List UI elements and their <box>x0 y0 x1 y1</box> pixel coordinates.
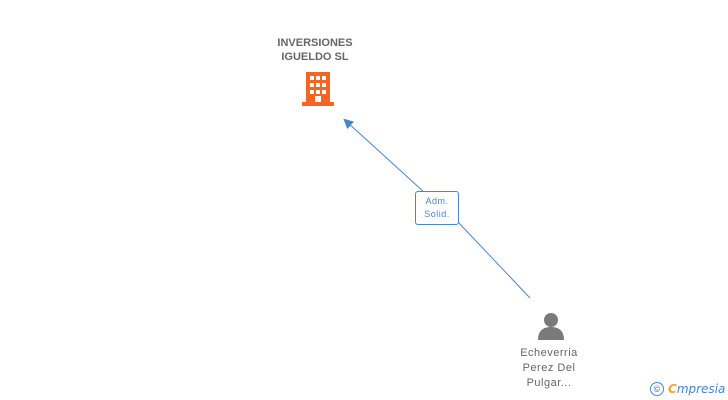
relation-label-box[interactable]: Adm. Solid. <box>415 191 459 225</box>
edge-line-lower <box>457 221 531 299</box>
brand-first-letter: C <box>668 382 677 396</box>
brand-rest: mpresia <box>676 382 726 396</box>
company-name[interactable]: INVERSIONES IGUELDO SL <box>240 36 390 64</box>
company-name-line1: INVERSIONES <box>277 37 353 49</box>
building-icon[interactable] <box>302 72 334 106</box>
brand-logo: Cmpresia <box>668 382 725 396</box>
person-name-line2: Perez Del <box>522 362 576 374</box>
person-name-line1: Echeverria <box>520 347 578 359</box>
person-name-line3: Pulgar... <box>526 377 572 389</box>
edge-line-upper <box>343 118 426 194</box>
person-name[interactable]: Echeverria Perez Del Pulgar... <box>499 346 599 391</box>
footer-brand[interactable]: © Cmpresia <box>650 380 725 398</box>
copyright-icon: © <box>650 382 664 396</box>
relation-label-line1: Adm. <box>425 196 449 206</box>
relation-label-line2: Solid. <box>424 209 450 219</box>
person-icon[interactable] <box>536 312 566 340</box>
company-name-line2: IGUELDO SL <box>281 51 349 63</box>
